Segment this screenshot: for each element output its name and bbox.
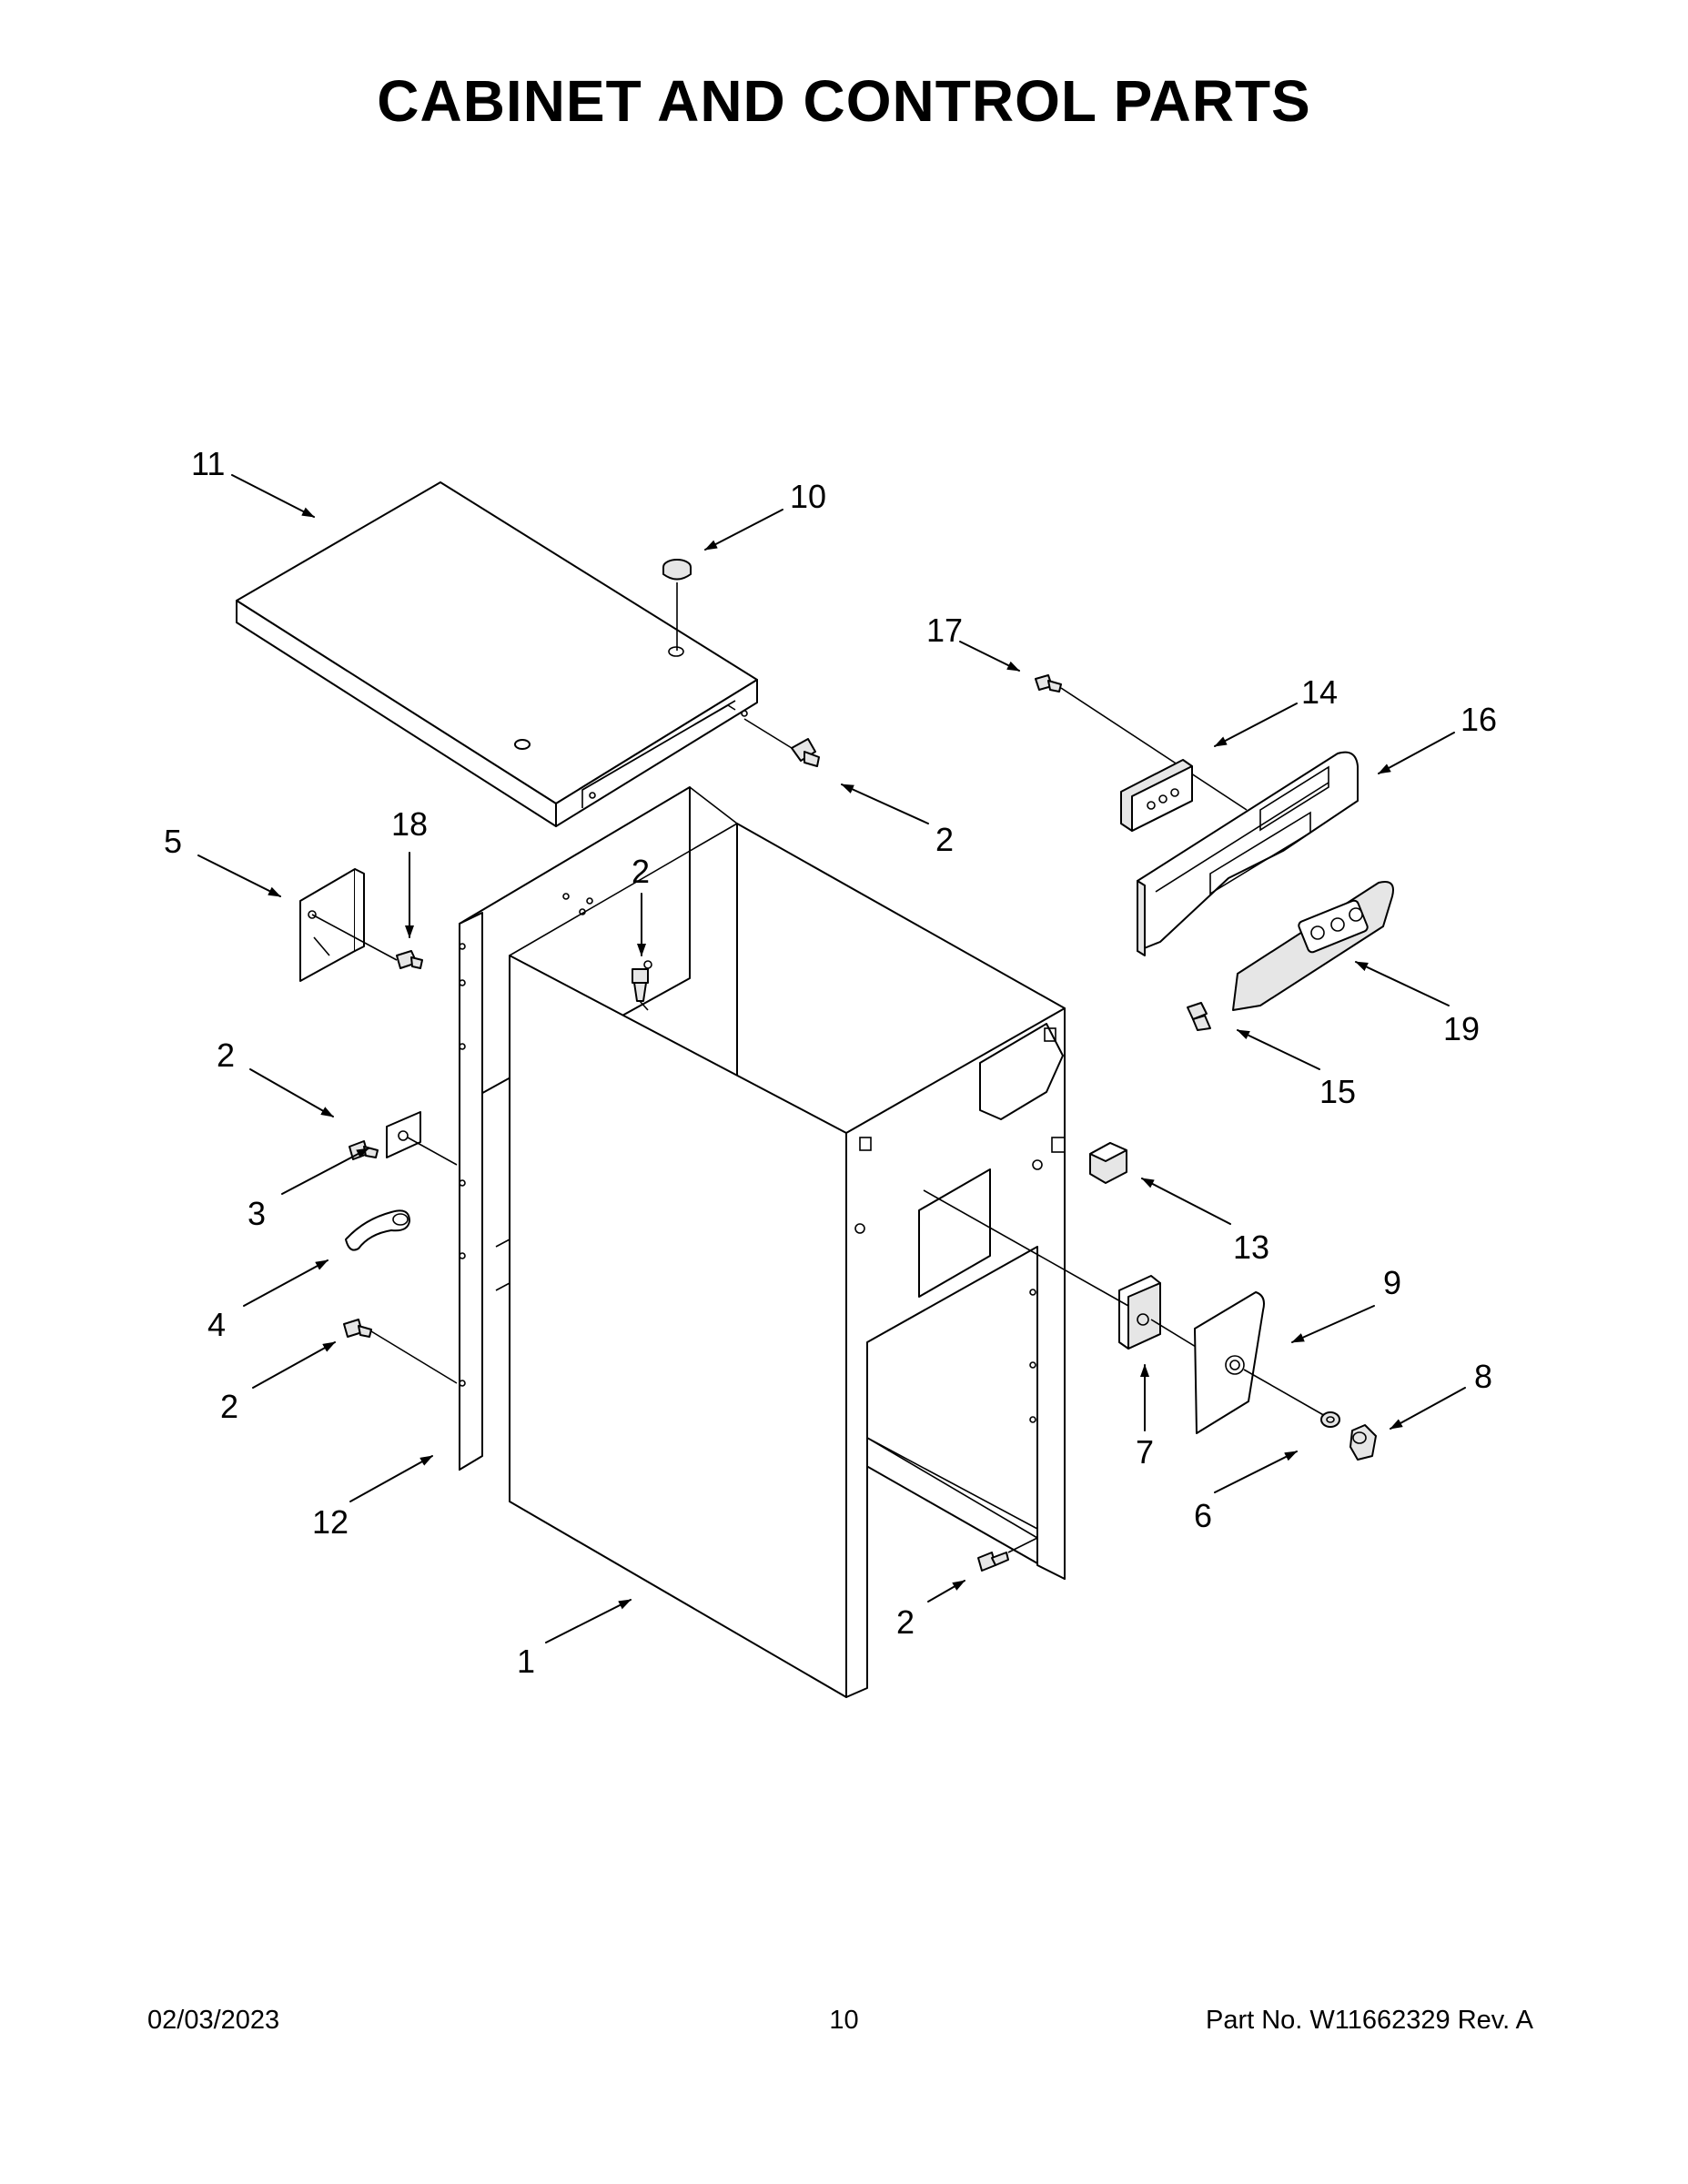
screw-part [1035, 674, 1248, 811]
callout-16: 16 [1461, 701, 1497, 738]
page-title: CABINET AND CONTROL PARTS [377, 68, 1311, 134]
callout-3: 3 [248, 1195, 266, 1232]
footer-page-number: 10 [829, 2006, 859, 2035]
plug-button-part [662, 559, 692, 651]
strain-relief-part [345, 1209, 410, 1251]
callout-14: 14 [1301, 673, 1338, 711]
callout-19: 19 [1443, 1010, 1480, 1047]
callout-8: 8 [1474, 1358, 1492, 1395]
callout-1: 1 [517, 1643, 535, 1680]
screw-part [343, 1319, 458, 1384]
control-overlay-part [1232, 881, 1394, 1011]
bracket-part [299, 868, 423, 982]
knob-part [1349, 1424, 1377, 1461]
callout-10: 10 [790, 478, 826, 515]
callout-2: 2 [632, 853, 650, 890]
callout-5: 5 [164, 823, 182, 860]
callout-6: 6 [1194, 1497, 1212, 1534]
callout-4: 4 [207, 1306, 226, 1343]
rocker-switch-part [1089, 1142, 1127, 1184]
footer-part-number: Part No. W11662329 Rev. A [1205, 2006, 1533, 2035]
callout-2: 2 [220, 1388, 238, 1425]
timer-plate-part [1194, 1291, 1328, 1434]
screw-part [1187, 1002, 1211, 1031]
leader-arrows [197, 474, 1466, 1643]
callout-2: 2 [896, 1603, 915, 1641]
control-console-part [1137, 751, 1359, 956]
callout-labels: 11 10 17 14 16 2 5 18 2 19 15 2 3 13 9 4… [164, 445, 1497, 1680]
screw-part [632, 968, 649, 1011]
callout-9: 9 [1383, 1264, 1401, 1301]
cabinet-body-part [459, 786, 1066, 1698]
callout-18: 18 [391, 805, 428, 843]
screw-part [743, 718, 820, 767]
callout-2: 2 [217, 1036, 235, 1074]
knob-ring-part [1320, 1411, 1340, 1428]
callout-12: 12 [312, 1503, 349, 1541]
clip-part [386, 1111, 458, 1166]
callout-17: 17 [926, 612, 963, 649]
footer-date: 02/03/2023 [147, 2006, 280, 2035]
callout-11: 11 [191, 445, 225, 482]
screw-part [977, 1537, 1038, 1572]
callout-7: 7 [1136, 1433, 1154, 1471]
timer-part [923, 1189, 1234, 1370]
callout-15: 15 [1319, 1073, 1356, 1110]
callout-13: 13 [1233, 1228, 1269, 1266]
top-cover-part [236, 481, 758, 827]
switch-board-part [1120, 759, 1193, 832]
callout-2: 2 [935, 821, 954, 858]
